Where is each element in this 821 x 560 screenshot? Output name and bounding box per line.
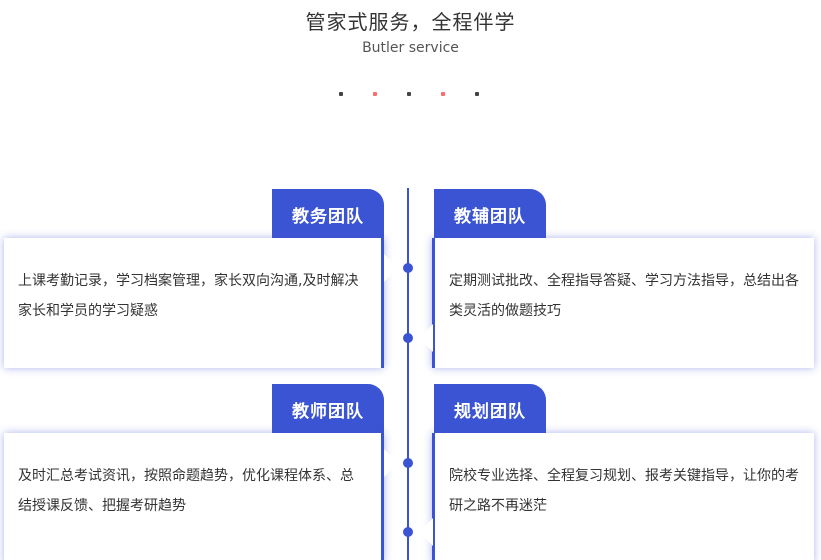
tab-teacher-team: 教师团队 — [272, 384, 384, 434]
dot-red — [373, 92, 377, 96]
card-notch — [384, 254, 398, 282]
card-notch — [384, 449, 398, 477]
dot-dark — [407, 92, 411, 96]
card-description: 定期测试批改、全程指导答疑、学习方法指导，总结出各类灵活的做题技巧 — [449, 273, 799, 319]
timeline-dot — [403, 263, 413, 273]
decorative-dots — [339, 92, 481, 98]
timeline-dot — [403, 527, 413, 537]
card-description: 院校专业选择、全程复习规划、报考关键指导，让你的考研之路不再迷茫 — [449, 468, 799, 514]
tab-planning-team: 规划团队 — [434, 384, 546, 434]
card-planning-team: 院校专业选择、全程复习规划、报考关键指导，让你的考研之路不再迷茫 — [432, 433, 814, 560]
timeline-line — [407, 188, 409, 560]
page-title: 管家式服务，全程伴学 — [305, 10, 516, 34]
tab-label: 教辅团队 — [454, 206, 526, 227]
tab-label: 教师团队 — [292, 401, 364, 422]
tab-academic-affairs-team: 教务团队 — [272, 189, 384, 239]
page-subtitle: Butler service — [362, 40, 459, 56]
tab-teaching-assist-team: 教辅团队 — [434, 189, 546, 239]
card-teaching-assist-team: 定期测试批改、全程指导答疑、学习方法指导，总结出各类灵活的做题技巧 — [432, 238, 814, 368]
tab-label: 教务团队 — [292, 206, 364, 227]
card-teacher-team: 及时汇总考试资讯，按照命题趋势，优化课程体系、总结授课反馈、把握考研趋势 — [4, 433, 384, 560]
card-description: 上课考勤记录，学习档案管理，家长双向沟通,及时解决家长和学员的学习疑惑 — [18, 273, 359, 319]
card-academic-affairs-team: 上课考勤记录，学习档案管理，家长双向沟通,及时解决家长和学员的学习疑惑 — [4, 238, 384, 368]
tab-label: 规划团队 — [454, 401, 526, 422]
card-notch — [419, 324, 433, 352]
dot-dark — [475, 92, 479, 96]
card-description: 及时汇总考试资讯，按照命题趋势，优化课程体系、总结授课反馈、把握考研趋势 — [18, 468, 354, 514]
dot-dark — [339, 92, 343, 96]
dot-red — [441, 92, 445, 96]
card-notch — [419, 518, 433, 546]
timeline-dot — [403, 333, 413, 343]
timeline-dot — [403, 458, 413, 468]
